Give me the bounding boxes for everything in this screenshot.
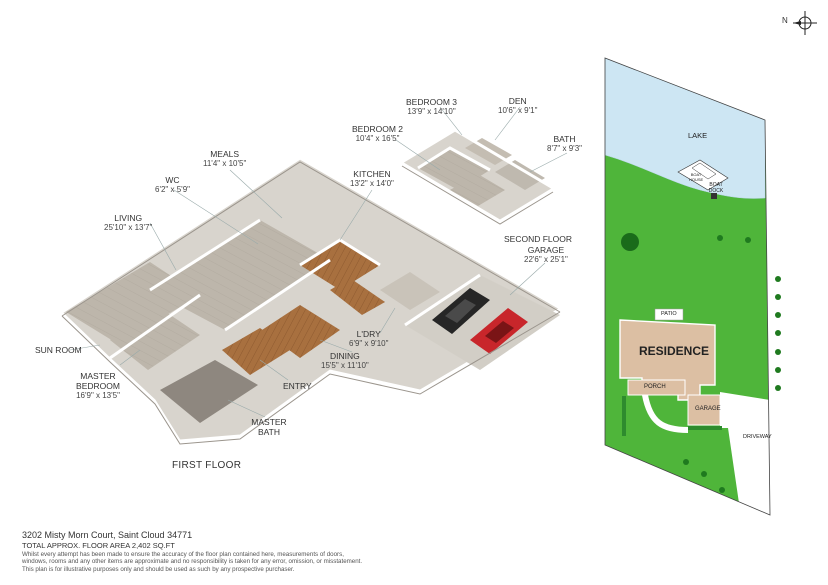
- lot-outline: [604, 57, 771, 516]
- floor-label-second: SECOND FLOOR: [504, 234, 573, 244]
- disclaimer: Whilst every attempt has been made to en…: [22, 551, 363, 573]
- leader-lines: [69, 106, 568, 418]
- site-label-lake: LAKE: [688, 131, 708, 140]
- garage-floor: [405, 275, 560, 370]
- site-label-boat-dock: BOAT DOCK: [708, 182, 724, 194]
- footer: 3202 Misty Morn Court, Saint Cloud 34771…: [22, 530, 542, 573]
- driveway-area: [720, 392, 770, 520]
- bedroom2-floor: [450, 174, 505, 206]
- compass-rose-icon: [793, 11, 817, 35]
- room-label-master-bath: MASTER BATH: [251, 417, 287, 437]
- floor-plan-3d: [61, 106, 568, 445]
- walkway: [642, 394, 689, 433]
- black-car: [432, 288, 490, 334]
- site-label-garage: GARAGE: [695, 406, 721, 412]
- shrubs: [621, 233, 781, 493]
- bath-floor: [495, 160, 545, 190]
- entry-floor: [222, 328, 290, 375]
- floor-label-first: FIRST FLOOR: [172, 460, 242, 471]
- wall-shadows: [61, 161, 561, 445]
- master-bedroom-floor: [110, 308, 200, 370]
- site-label-patio: PATIO: [661, 311, 677, 317]
- lake-area: [604, 57, 766, 199]
- room-label-entry: ENTRY: [283, 381, 312, 391]
- living-floor: [150, 220, 330, 330]
- room-label-sunroom: SUN ROOM: [35, 345, 82, 355]
- site-label-porch: PORCH: [644, 384, 666, 390]
- hall-floor: [330, 278, 385, 315]
- north-label: N: [782, 16, 788, 25]
- site-plan: [604, 57, 781, 520]
- walls: [61, 128, 561, 360]
- laundry-floor: [380, 272, 440, 310]
- north-compass: N: [782, 10, 820, 36]
- patio-footprint: [654, 308, 684, 321]
- site-label-driveway: DRIVEWAY: [743, 434, 772, 440]
- dining-floor: [262, 305, 340, 358]
- floor-area: TOTAL APPROX. FLOOR AREA 2,402 SQ.FT: [22, 541, 175, 550]
- property-address: 3202 Misty Morn Court, Saint Cloud 34771: [22, 530, 193, 540]
- boat-dock: [677, 159, 729, 199]
- hedge: [622, 396, 722, 436]
- red-car: [470, 308, 528, 354]
- sunroom-floor: [66, 262, 200, 344]
- master-bath-floor: [160, 360, 258, 423]
- site-label-residence: RESIDENCE: [639, 344, 710, 358]
- porch-footprint: [627, 379, 686, 396]
- site-label-boat-house: BOAT HOUSE: [689, 172, 704, 182]
